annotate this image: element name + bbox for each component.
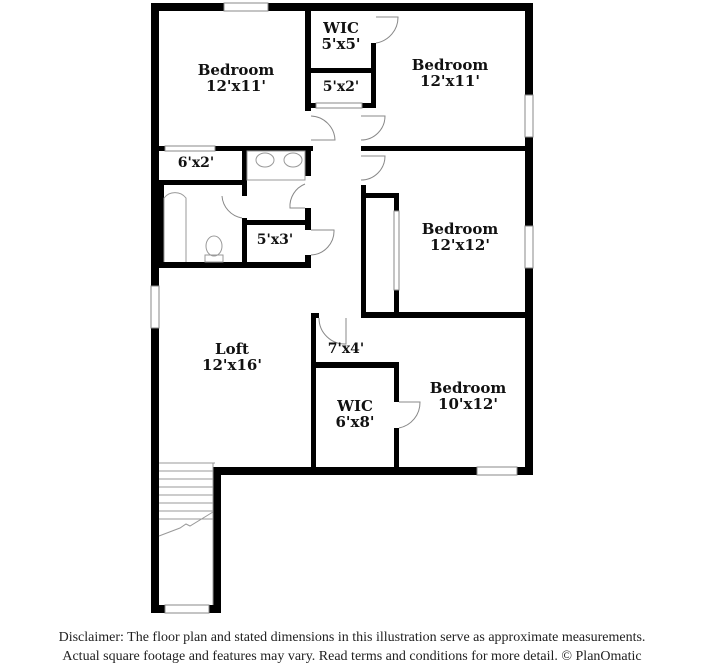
- windows: [150, 2, 534, 614]
- room-label-bedroom-east: Bedroom 12'x12': [421, 220, 499, 254]
- room-label-bedroom-nw: Bedroom 12'x11': [197, 61, 275, 95]
- room-label-loft: Loft 12'x16': [202, 340, 262, 374]
- room-label-bedroom-se: Bedroom 10'x12': [429, 379, 507, 413]
- room-label-wic-south: WIC 6'x8': [335, 397, 375, 431]
- disclaimer: Disclaimer: The floor plan and stated di…: [0, 628, 704, 666]
- fixtures: [163, 150, 306, 263]
- stairs: [158, 462, 215, 605]
- room-label-hall-7x4: 7'x4': [327, 341, 365, 357]
- room-label-bedroom-ne: Bedroom 12'x11': [411, 56, 489, 90]
- disclaimer-line-2: Actual square footage and features may v…: [62, 649, 642, 664]
- room-label-closet-5x2: 5'x2': [322, 79, 360, 95]
- doors: [221, 16, 421, 429]
- room-label-wic-north: WIC 5'x5': [321, 19, 361, 53]
- disclaimer-line-1: Disclaimer: The floor plan and stated di…: [58, 630, 646, 645]
- floor-plan: [150, 2, 534, 614]
- room-label-closet-6x2: 6'x2': [177, 155, 215, 171]
- room-label-closet-5x3: 5'x3': [256, 232, 294, 248]
